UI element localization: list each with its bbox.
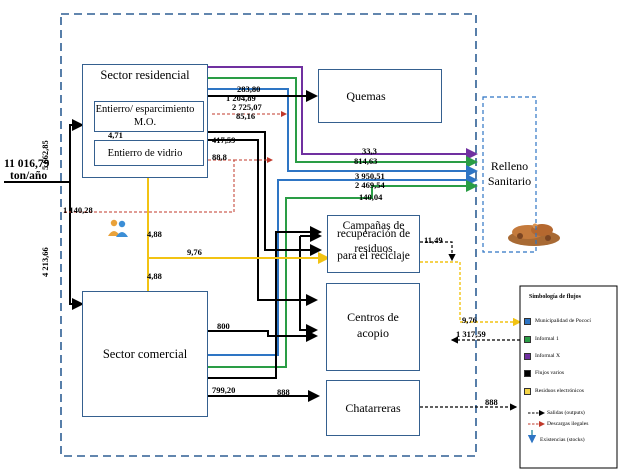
people-icon: [108, 219, 128, 237]
flow-blue1: [208, 88, 478, 177]
legend-title: Simbología de flujos: [529, 294, 582, 300]
relleno-label-1: Relleno: [490, 158, 529, 173]
flow-label-res-campanas: 88,8: [212, 152, 227, 162]
legend-label-informalx: Informal X: [535, 353, 561, 359]
flow-blue2: [208, 174, 478, 356]
legend-label-outputs: Salidas (outputs): [547, 410, 585, 416]
flow-campanas-out: [420, 241, 456, 262]
legend-swatch-informal1: [524, 336, 531, 343]
centros-label-2: acopio: [357, 325, 389, 340]
flow-label-camp-out: 11,49: [424, 235, 443, 245]
sector-residencial-label: Sector residencial: [100, 67, 190, 82]
flow-label-com-illegal: 1 140,28: [63, 205, 93, 215]
centros-label-1: Centros de: [347, 309, 399, 324]
entierro-mo-label-2: M.O.: [133, 117, 157, 128]
flow-label-res-mo: 1 204,89: [226, 93, 256, 103]
flow-label-com-chat: 888: [277, 387, 290, 397]
entierro-vidrio-box: [94, 140, 204, 166]
relleno-label-2: Sanitario: [487, 173, 532, 188]
flow-label-res-illegal: 85,16: [236, 111, 256, 121]
flow-illegal-2: [62, 159, 235, 213]
flow-label-yellow-camp: 9,76: [187, 247, 202, 257]
campanas-label-1: Campañas de: [342, 220, 405, 232]
sector-comercial-box: [82, 291, 208, 417]
flow-label-acopio-in: 1 317,59: [456, 329, 486, 339]
flow-yellow-out: [420, 261, 522, 327]
legend-swatch-informalx: [524, 353, 531, 360]
flow-com-acopio: [208, 330, 318, 342]
flow-green1: [208, 77, 478, 168]
flow-res-acopio: [208, 139, 318, 306]
quemas-box: [318, 69, 442, 123]
flow-label-blue2: 2 469,54: [355, 180, 385, 190]
input-unit: ton/año: [10, 170, 48, 182]
legend-swatch-municipal: [524, 318, 531, 325]
entierro-mo-label-1: Entierro/ esparcimiento: [95, 104, 195, 115]
quemas-label: Quemas: [346, 88, 386, 103]
entierro-mo-box: [94, 101, 204, 132]
flow-label-chat-out: 888: [485, 397, 498, 407]
flow-label-yellow-res: 4,88: [147, 229, 162, 239]
flow-label-vidrio: 4,71: [108, 130, 123, 140]
legend-swatch-electronicos: [524, 388, 531, 395]
flow-label-blue1: 3 950,51: [355, 171, 385, 181]
legend-label-illegal: Descargas ilegales: [547, 421, 589, 427]
flow-label-yellow-out: 9,76: [462, 315, 477, 325]
campanas-label-3: para el reciclaje: [337, 250, 410, 262]
sector-comercial-label: Sector comercial: [102, 346, 188, 361]
flow-label-res-acopio: 417,59: [212, 135, 236, 145]
flow-label-green2: 140,04: [359, 192, 383, 202]
waste-pile-icon: [508, 223, 560, 246]
campanas-label-2: recuperación de residuos: [336, 227, 411, 255]
flow-label-green1: 814,63: [354, 156, 378, 166]
flow-label-purple: 33,3: [362, 146, 377, 156]
flow-label-res-relleno-blue1: 2 725,07: [232, 102, 262, 112]
chatarreras-box: [326, 380, 420, 436]
legend-label-municipal: Municipalidad de Pococí: [535, 318, 591, 324]
chatarreras-label: Chatarreras: [345, 400, 401, 415]
input-res-arrow: [69, 119, 84, 182]
flow-label-com-black: 799,20: [212, 385, 236, 395]
flow-green2: [208, 180, 478, 368]
entierro-vidrio-label: Entierro de vidrio: [107, 147, 183, 159]
legend-label-electronicos: Residuos electrónicos: [535, 388, 584, 394]
centros-acopio-box: [326, 283, 420, 371]
input-com-arrow: [69, 182, 84, 310]
legend-label-varios: Flujos varios: [535, 370, 565, 376]
flow-label-in-res: 5 662,85: [40, 140, 50, 170]
flow-label-res-quemas: 283,80: [237, 84, 261, 94]
flow-purple: [208, 66, 478, 160]
flow-label-in-com: 4 213,66: [40, 247, 50, 277]
legend-label-stocks: Existencias (stocks): [540, 437, 585, 443]
legend-label-informal1: Informal 1: [535, 336, 559, 342]
legend-swatch-varios: [524, 370, 531, 377]
flow-label-com-acopio: 800: [217, 321, 230, 331]
relleno-border: [482, 96, 537, 253]
campanas-box: [327, 215, 420, 273]
flow-com-campanas: [208, 226, 322, 379]
flow-res-campanas: [208, 131, 322, 256]
input-value: 11 016,79: [4, 158, 50, 170]
flow-label-yellow-com: 4,88: [147, 271, 162, 281]
